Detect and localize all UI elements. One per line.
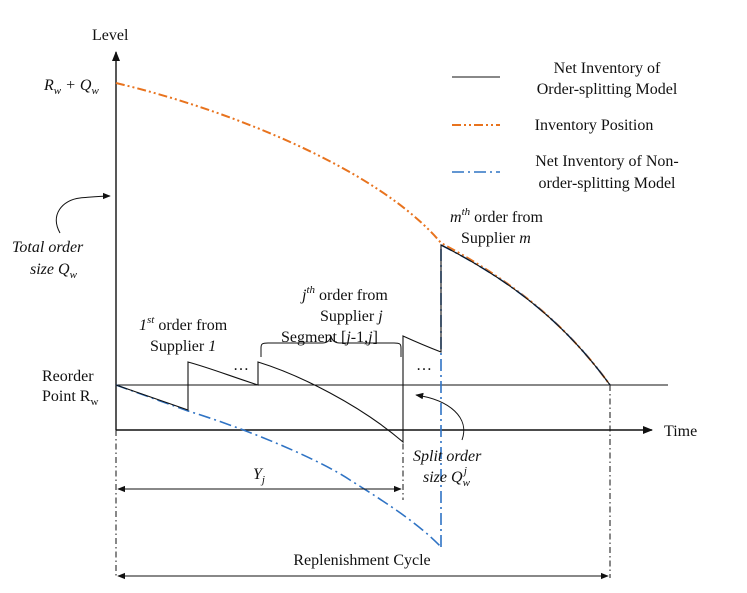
mth-order-label-line1: mth order from	[450, 206, 544, 226]
non-splitting-depletion	[440, 244, 611, 386]
split-order-label-line1: Split order	[413, 448, 482, 465]
legend-non-splitting-line2: order-splitting Model	[539, 175, 677, 192]
max-level-label: Rw + Qw	[43, 77, 99, 97]
jth-order-label-line1: jth order from	[300, 284, 388, 304]
yj-label: Yj	[253, 466, 265, 486]
first-order-label-line2: Supplier 1	[150, 338, 216, 355]
ellipsis-1: …	[233, 357, 249, 374]
legend-inventory-position: Inventory Position	[535, 117, 654, 134]
reorder-label-line2: Point Rw	[42, 388, 98, 408]
segment-label: Segment [j-1,j]	[281, 329, 378, 346]
y-axis-label: Level	[92, 27, 129, 44]
split-order-label-line2: size Qwj	[423, 465, 471, 489]
total-order-callout-arrow	[55, 192, 111, 234]
reorder-label-line1: Reorder	[42, 368, 94, 385]
segment-bracket	[260, 335, 402, 357]
total-order-label-line1: Total order	[12, 239, 84, 256]
ellipsis-2: …	[416, 357, 432, 374]
legend-net-inventory-line1: Net Inventory of	[554, 60, 661, 77]
legend-net-inventory-line2: Order-splitting Model	[537, 81, 678, 98]
replenishment-cycle-label: Replenishment Cycle	[293, 552, 430, 569]
split-order-callout-arrow	[415, 392, 465, 441]
non-splitting-net-inventory-curve	[115, 384, 442, 548]
legend-non-splitting-line1: Net Inventory of Non-	[535, 153, 679, 170]
first-order-label-line1: 1st order from	[139, 314, 228, 334]
order-splitting-net-inventory-curve	[115, 244, 611, 444]
legend: Net Inventory of Order-splitting Model I…	[452, 60, 679, 192]
total-order-label-line2: size Qw	[30, 261, 78, 281]
x-axis-label: Time	[664, 423, 697, 440]
mth-order-label-line2: Supplier m	[461, 230, 531, 247]
jth-order-label-line2: Supplier j	[320, 308, 383, 325]
